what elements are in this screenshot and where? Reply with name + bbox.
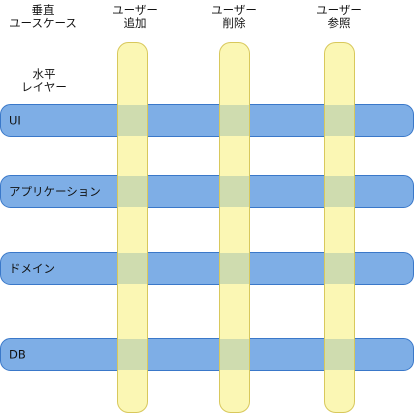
layer-label-1: アプリケーション [9, 185, 101, 199]
vertical-usecase-header: 垂直 ユースケース [2, 4, 84, 30]
usecase-header-add-user: ユーザー 追加 [105, 4, 165, 30]
layer-label-0: UI [9, 114, 21, 128]
usecase-header-line1: ユーザー [112, 3, 158, 17]
overlap-cell-0-0 [118, 105, 147, 136]
layer-label-2: ドメイン [9, 262, 55, 276]
layer-band-3 [0, 338, 414, 371]
overlap-cell-1-1 [220, 176, 249, 207]
horizontal-layer-header: 水平 レイヤー [12, 68, 76, 94]
usecase-header-line1: ユーザー [316, 3, 362, 17]
layer-band-2 [0, 252, 414, 285]
overlap-cell-0-1 [118, 176, 147, 207]
overlap-cell-0-3 [118, 339, 147, 370]
overlap-cell-2-3 [325, 339, 354, 370]
layer-band-1 [0, 175, 414, 208]
overlap-cell-1-3 [220, 339, 249, 370]
overlap-cell-2-1 [325, 176, 354, 207]
usecase-header-line2: 参照 [327, 16, 351, 30]
vertical-header-line1: 垂直 [31, 3, 55, 17]
usecase-header-line2: 追加 [123, 16, 147, 30]
layer-band-0 [0, 104, 414, 137]
overlap-cell-0-2 [118, 253, 147, 284]
usecase-header-line2: 削除 [222, 16, 246, 30]
overlap-cell-1-2 [220, 253, 249, 284]
horizontal-header-line1: 水平 [32, 67, 56, 81]
usecase-header-view-user: ユーザー 参照 [309, 4, 369, 30]
overlap-cell-1-0 [220, 105, 249, 136]
vertical-header-line2: ユースケース [9, 16, 77, 30]
usecase-header-delete-user: ユーザー 削除 [204, 4, 264, 30]
overlap-cell-2-2 [325, 253, 354, 284]
overlap-cell-2-0 [325, 105, 354, 136]
horizontal-header-line2: レイヤー [21, 80, 67, 94]
usecase-header-line1: ユーザー [211, 3, 257, 17]
layer-label-3: DB [9, 348, 26, 362]
